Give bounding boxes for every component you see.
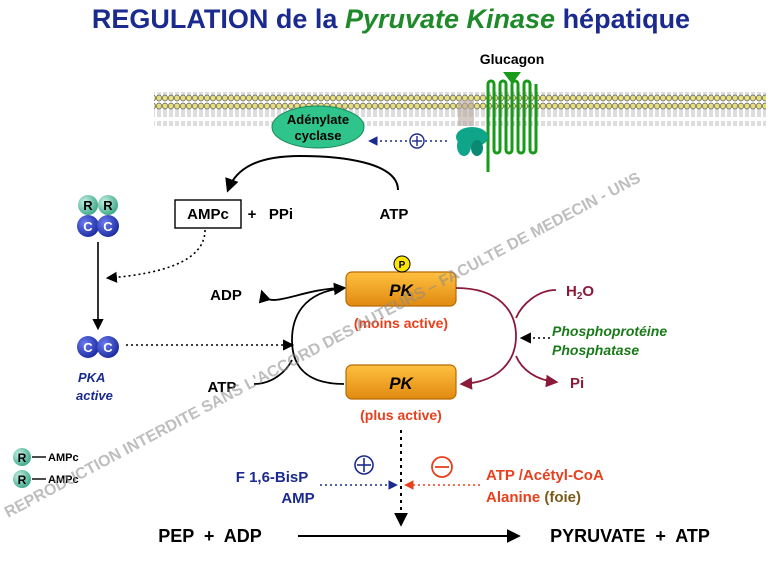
kinase-adp-label: ADP bbox=[210, 287, 242, 304]
adenylate-cyclase-line2: cyclase bbox=[295, 128, 342, 143]
pi-label: Pi bbox=[570, 375, 584, 392]
pka-active-line1: PKA bbox=[78, 370, 105, 385]
water-label: H2O bbox=[566, 283, 594, 302]
kinase-atp-label: ATP bbox=[208, 379, 237, 396]
phosphatase-cycle-arc bbox=[455, 287, 517, 390]
pk-active-box bbox=[345, 364, 457, 400]
glucagon-receptor-icon bbox=[486, 79, 538, 172]
g-protein-icon bbox=[456, 100, 488, 156]
phosphatase-line2: Phosphatase bbox=[552, 342, 639, 358]
pka-r1-letter: R bbox=[83, 198, 93, 213]
phosphate-badge-icon bbox=[393, 255, 411, 273]
pka-holoenzyme: R R C C bbox=[77, 195, 119, 237]
pka-active-c2-letter: C bbox=[103, 340, 113, 355]
atp-to-ampc-arrow bbox=[225, 154, 399, 193]
pka-active-line2: active bbox=[76, 388, 113, 403]
ampc-plus: + bbox=[248, 206, 257, 223]
ampc-box bbox=[174, 199, 242, 229]
pk-active-label: PK bbox=[389, 374, 414, 393]
activators-line2: AMP bbox=[281, 490, 314, 507]
phosphatase-line1: Phosphoprotéine bbox=[552, 323, 667, 339]
page-title: REGULATION de la Pyruvate Kinase hépatiq… bbox=[92, 4, 690, 34]
ampc-label: AMPc bbox=[187, 206, 229, 223]
pi-release-arrow bbox=[515, 355, 559, 388]
legend-ampc-2: AMPc bbox=[48, 474, 79, 486]
title-part-2: Pyruvate Kinase bbox=[345, 4, 555, 34]
inhibitors-line1: ATP /Acétyl-CoA bbox=[486, 467, 604, 484]
pka-active-subunits: C C bbox=[77, 336, 119, 358]
legend-r2-letter: R bbox=[18, 473, 27, 487]
atp-camp-label: ATP bbox=[380, 206, 409, 223]
legend-r1-letter: R bbox=[18, 451, 27, 465]
pka-r2-letter: R bbox=[103, 198, 113, 213]
legend-r-ampc: R AMPc R AMPc bbox=[13, 448, 79, 488]
pka-c1-letter: C bbox=[83, 219, 93, 234]
pk-inactive-caption: (moins active) bbox=[354, 315, 448, 331]
pk-inactive-label: PK bbox=[389, 281, 414, 300]
adenylate-cyclase-line1: Adénylate bbox=[287, 112, 349, 127]
ampc-to-pka-arrow bbox=[105, 229, 206, 283]
inhibitors-line2: Alanine (foie) bbox=[486, 489, 581, 506]
inhibitor-minus-icon bbox=[431, 456, 453, 478]
phosphate-badge-letter: P bbox=[399, 260, 406, 271]
kinase-cycle-arc bbox=[291, 282, 347, 385]
glucagon-ligand-icon bbox=[503, 72, 521, 84]
activators-line1: F 1,6-BisP bbox=[236, 469, 309, 486]
atp-input-arrow bbox=[253, 359, 293, 385]
ppi-label: PPi bbox=[269, 206, 293, 223]
reaction-substrates: PEP + ADP bbox=[158, 526, 262, 546]
pk-active-caption: (plus active) bbox=[360, 407, 442, 423]
activator-plus-icon bbox=[354, 455, 374, 475]
reaction-products: PYRUVATE + ATP bbox=[550, 526, 710, 546]
pka-c2-letter: C bbox=[103, 219, 113, 234]
adp-release-arrow bbox=[258, 287, 345, 304]
legend-ampc-1: AMPc bbox=[48, 452, 79, 464]
title-part-3: hépatique bbox=[555, 4, 690, 34]
pka-active-c1-letter: C bbox=[83, 340, 93, 355]
water-input-arrow bbox=[515, 289, 557, 319]
title-part-1: REGULATION de la bbox=[92, 4, 345, 34]
glucagon-label: Glucagon bbox=[480, 51, 545, 67]
adenylate-cyclase bbox=[271, 105, 365, 149]
